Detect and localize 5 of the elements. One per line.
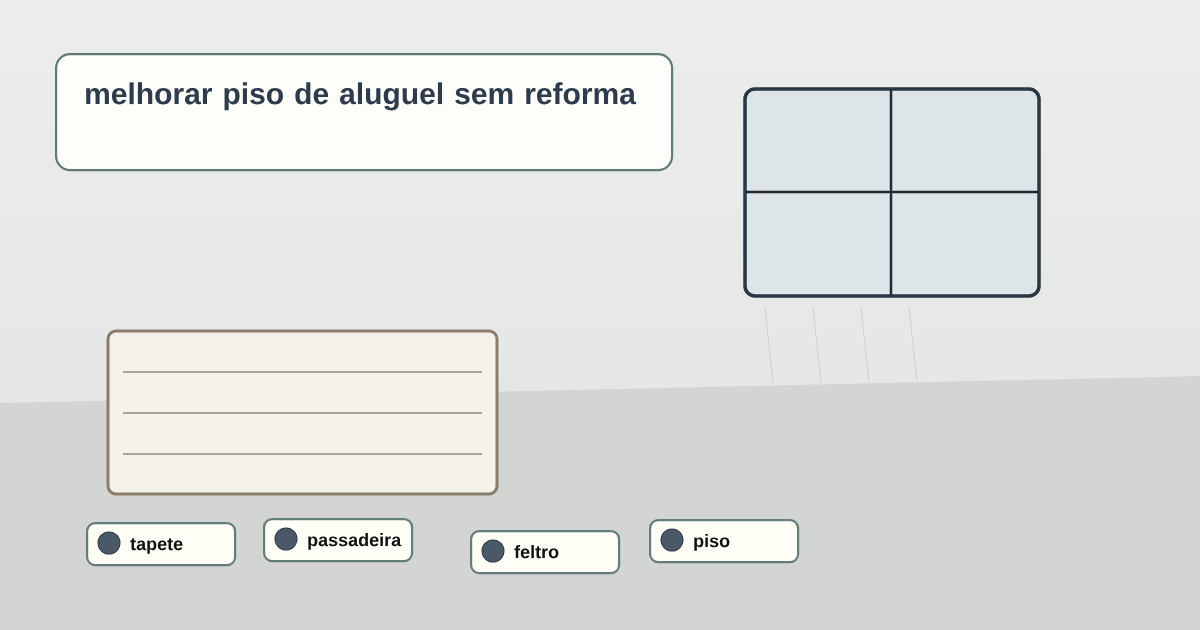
label-tag: piso xyxy=(649,519,800,564)
title-box: melhorar piso de aluguel sem reforma xyxy=(55,53,674,172)
label-tag: passadeira xyxy=(263,518,414,563)
label-tag: feltro xyxy=(470,530,621,575)
label-tag: tapete xyxy=(86,522,237,567)
